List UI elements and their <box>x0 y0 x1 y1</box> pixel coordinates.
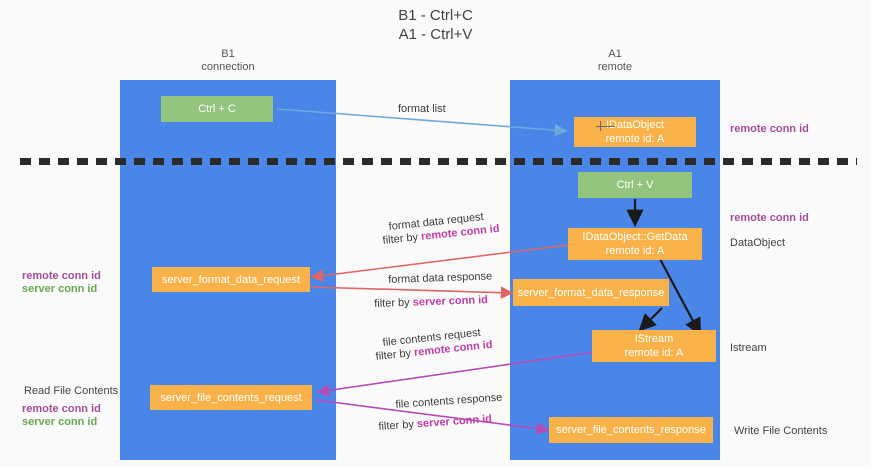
box-server-file-contents-response[interactable]: server_file_contents_response <box>549 417 713 443</box>
label-right-remote-conn-id-mid: remote conn id <box>730 212 809 224</box>
glyph-artifact-tick <box>600 121 601 131</box>
glyph-artifact-strike <box>596 126 615 127</box>
box-server-format-data-request[interactable]: server_format_data_request <box>152 267 310 292</box>
label-right-istream: Istream <box>730 342 767 354</box>
arrow-response-to-istream <box>638 307 663 332</box>
label-right-write-file-contents: Write File Contents <box>734 425 828 437</box>
arrow-format-data-response <box>309 286 514 299</box>
filter-key-server-conn-id: server conn id <box>416 413 493 431</box>
filter-key-server-conn-id: server conn id <box>412 294 489 309</box>
filter-prefix: filter by <box>374 296 413 310</box>
box-idataobject-getdata[interactable]: IDataObject::GetData remote id: A <box>568 228 702 260</box>
arrow-getdata-to-istream <box>659 258 702 336</box>
arrow-format-data-request <box>310 244 569 282</box>
column-header-a1: A1 remote <box>597 48 633 73</box>
arrow-file-contents-request <box>316 351 595 397</box>
column-header-b1: B1 connection <box>201 48 255 73</box>
filter-prefix: filter by <box>378 418 418 433</box>
box-ctrl-c[interactable]: Ctrl + C <box>161 96 273 122</box>
annot-format-data-response-text: format data response <box>388 270 493 286</box>
label-left-remote-conn-id-mid: remote conn id <box>22 270 101 282</box>
label-right-dataobject: DataObject <box>730 237 786 249</box>
label-left-read-file-contents: Read File Contents <box>24 385 119 397</box>
box-istream[interactable]: IStream remote id: A <box>592 330 716 362</box>
label-left-server-conn-id-mid: server conn id <box>22 283 98 295</box>
page-title: B1 - Ctrl+C A1 - Ctrl+V <box>398 7 473 43</box>
box-idataobject-top[interactable]: IDataObject remote id: A <box>574 117 696 147</box>
filter-prefix: filter by <box>375 346 415 363</box>
box-ctrl-v[interactable]: Ctrl + V <box>578 172 692 198</box>
annot-format-list: format list <box>398 103 446 115</box>
arrow-format-list <box>276 108 568 137</box>
label-right-remote-conn-id-top: remote conn id <box>730 123 809 135</box>
filter-prefix: filter by <box>382 230 422 247</box>
box-server-format-data-response[interactable]: server_format_data_response <box>513 279 669 306</box>
label-left-remote-conn-id-bottom: remote conn id <box>22 403 101 415</box>
box-server-file-contents-request[interactable]: server_file_contents_request <box>150 385 312 410</box>
phase-separator <box>20 158 857 165</box>
label-left-server-conn-id-bottom: server conn id <box>22 416 98 428</box>
arrow-file-contents-response <box>315 399 550 435</box>
